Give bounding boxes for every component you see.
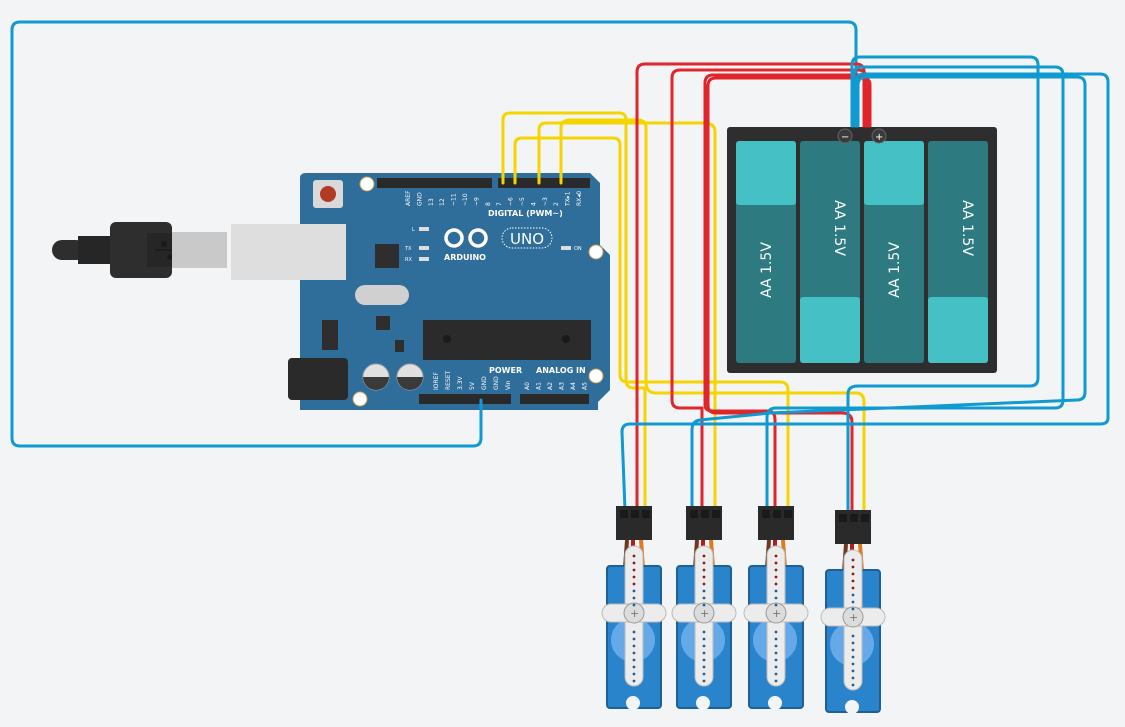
led-label-tx: TX bbox=[404, 246, 412, 252]
arduino-uno-board[interactable]: DIGITAL (PWM~) POWER ANALOG IN ARDUINO U… bbox=[271, 173, 610, 410]
ground-wire-3[interactable] bbox=[620, 72, 1110, 512]
pin-label: A0 bbox=[524, 382, 531, 390]
servo-1[interactable]: + bbox=[601, 506, 667, 710]
positive-terminal-icon bbox=[871, 128, 887, 144]
negative-terminal-icon bbox=[837, 128, 853, 144]
svg-text:+: + bbox=[772, 607, 781, 620]
servo-mount-slot bbox=[626, 696, 640, 710]
mount-hole bbox=[588, 368, 604, 384]
analog-header bbox=[520, 394, 589, 404]
battery-pack[interactable]: AA 1.5V AA 1.5V AA 1.5V AA 1.5V − + bbox=[727, 127, 997, 373]
power-header-label: POWER bbox=[489, 366, 522, 375]
mount-hole bbox=[359, 176, 375, 192]
pin-label: ~6 bbox=[508, 197, 515, 206]
pin-label: A1 bbox=[536, 382, 543, 390]
pin-label: RESET bbox=[445, 370, 452, 390]
brand-label: ARDUINO bbox=[444, 253, 486, 262]
negative-terminal-label: − bbox=[841, 132, 849, 143]
svg-text:+: + bbox=[700, 607, 709, 620]
ground-wire-arduino[interactable] bbox=[10, 20, 858, 448]
mount-hole bbox=[352, 391, 368, 407]
svg-text:+: + bbox=[849, 611, 858, 624]
pin-label: 12 bbox=[439, 198, 446, 206]
battery-cell: AA 1.5V bbox=[736, 141, 796, 363]
led-label-rx: RX bbox=[405, 257, 412, 263]
pin-label: GND bbox=[481, 376, 488, 390]
pin-label: TX▸1 bbox=[565, 191, 572, 207]
servo-4[interactable]: + bbox=[820, 510, 886, 714]
pin-label: 13 bbox=[428, 198, 435, 206]
ground-wire-4[interactable] bbox=[690, 75, 1087, 512]
digital-header-label: DIGITAL (PWM~) bbox=[488, 209, 563, 218]
led-on bbox=[561, 246, 571, 250]
pin-label: ~10 bbox=[462, 193, 469, 206]
model-badge bbox=[501, 227, 553, 249]
pin-label: 3.3V bbox=[457, 375, 464, 390]
pin-label: A2 bbox=[547, 382, 554, 390]
pin-label: 5V bbox=[469, 381, 476, 390]
pin-label: 8 bbox=[485, 202, 492, 206]
svg-text:+: + bbox=[630, 607, 639, 620]
pin-label: ~5 bbox=[519, 197, 526, 206]
pin-label: ~9 bbox=[473, 197, 480, 206]
battery-cell: AA 1.5V bbox=[800, 141, 860, 363]
signal-wire-pin7[interactable] bbox=[501, 111, 647, 512]
power-wire-2[interactable] bbox=[670, 68, 868, 512]
positive-terminal-label: + bbox=[875, 132, 883, 143]
mount-hole bbox=[588, 244, 604, 260]
digital-header-left bbox=[377, 178, 492, 188]
led-l bbox=[419, 227, 429, 231]
signal-wire-pin4[interactable] bbox=[537, 121, 717, 512]
pin-label: A5 bbox=[582, 382, 589, 390]
servo-mount-slot bbox=[845, 700, 859, 714]
pin-label: 7 bbox=[496, 202, 503, 206]
battery-cell-label: AA 1.5V bbox=[831, 200, 847, 256]
battery-cell-label: AA 1.5V bbox=[887, 242, 903, 298]
pin-label: GND bbox=[416, 192, 423, 206]
pin-label: ~3 bbox=[542, 197, 549, 206]
power-header bbox=[419, 394, 511, 404]
battery-cell-label: AA 1.5V bbox=[959, 200, 975, 256]
crystal bbox=[355, 285, 409, 305]
pin-label: 4 bbox=[530, 202, 537, 206]
battery-cell: AA 1.5V bbox=[928, 141, 988, 363]
barrel-jack bbox=[288, 358, 348, 400]
led-label-l: L bbox=[412, 227, 415, 233]
pin-label: RX◂0 bbox=[576, 191, 583, 206]
servo-2[interactable]: + bbox=[671, 506, 737, 710]
battery-cell: AA 1.5V bbox=[864, 141, 924, 363]
pin-label: AREF bbox=[405, 190, 412, 206]
servo-3[interactable]: + bbox=[743, 506, 809, 710]
pin-label: A3 bbox=[559, 382, 566, 390]
arduino-logo-icon bbox=[444, 228, 488, 248]
pin-label: 2 bbox=[553, 202, 560, 206]
pin-label: A4 bbox=[570, 382, 577, 390]
servo-mount-slot bbox=[768, 696, 782, 710]
ground-wire-2[interactable] bbox=[765, 65, 1065, 512]
power-wire-1[interactable] bbox=[635, 62, 866, 512]
led-label-on: ON bbox=[574, 246, 582, 252]
analog-header-label: ANALOG IN bbox=[536, 366, 586, 375]
pin-label: ~11 bbox=[451, 193, 458, 206]
model-label: UNO bbox=[510, 230, 544, 248]
led-rx bbox=[419, 257, 429, 261]
pin-label: IOREF bbox=[433, 372, 440, 390]
signal-wire-pin6[interactable] bbox=[513, 136, 790, 512]
signal-wire-pin2[interactable] bbox=[559, 118, 866, 514]
pin-label: Vin bbox=[505, 380, 512, 390]
servo-mount-slot bbox=[696, 696, 710, 710]
led-tx bbox=[419, 246, 429, 250]
ground-wire-1[interactable] bbox=[846, 55, 1040, 514]
battery-cell-label: AA 1.5V bbox=[759, 242, 775, 298]
digital-header-right bbox=[498, 178, 590, 188]
usb-cable[interactable] bbox=[52, 222, 306, 280]
pin-label: GND bbox=[493, 376, 500, 390]
